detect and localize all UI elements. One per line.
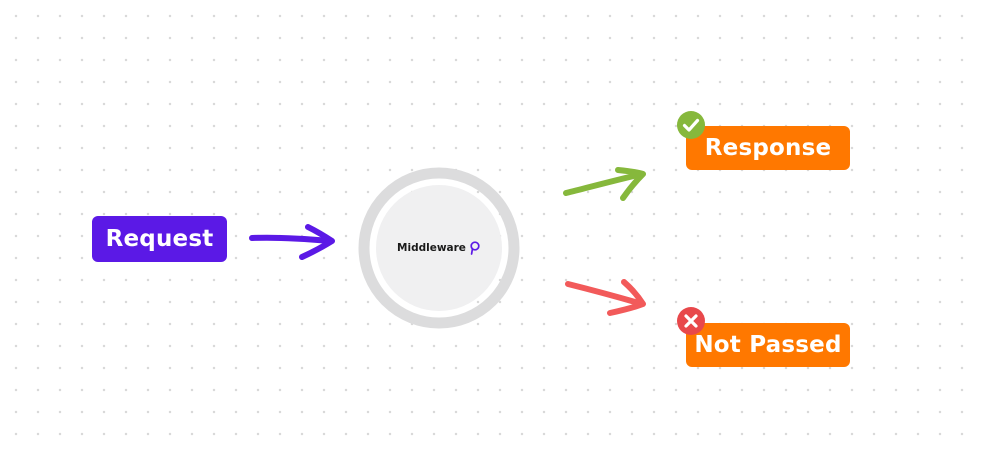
arrow-head (607, 279, 646, 316)
check-circle-icon (677, 111, 705, 139)
arrow-shaft (563, 171, 645, 196)
request-node: Request (92, 216, 227, 262)
not-passed-node: Not Passed (686, 323, 850, 367)
response-label: Response (704, 135, 832, 161)
arrow-shaft (249, 234, 333, 244)
response-node: Response (686, 126, 850, 170)
not-passed-label: Not Passed (694, 332, 842, 358)
arrow-shaft (565, 281, 645, 307)
middleware-circle (358, 167, 520, 329)
request-label: Request (105, 226, 214, 252)
middleware-label: Middleware (397, 242, 466, 254)
arrow-head (299, 224, 335, 260)
arrow-head (615, 167, 646, 201)
middleware-node: Middleware (357, 166, 521, 330)
middleware-to-response-arrow (563, 167, 646, 201)
request-to-middleware-arrow (249, 224, 335, 260)
middleware-to-not-passed-arrow (565, 279, 646, 316)
x-circle-icon (677, 307, 705, 335)
search-loop-icon (470, 241, 480, 255)
